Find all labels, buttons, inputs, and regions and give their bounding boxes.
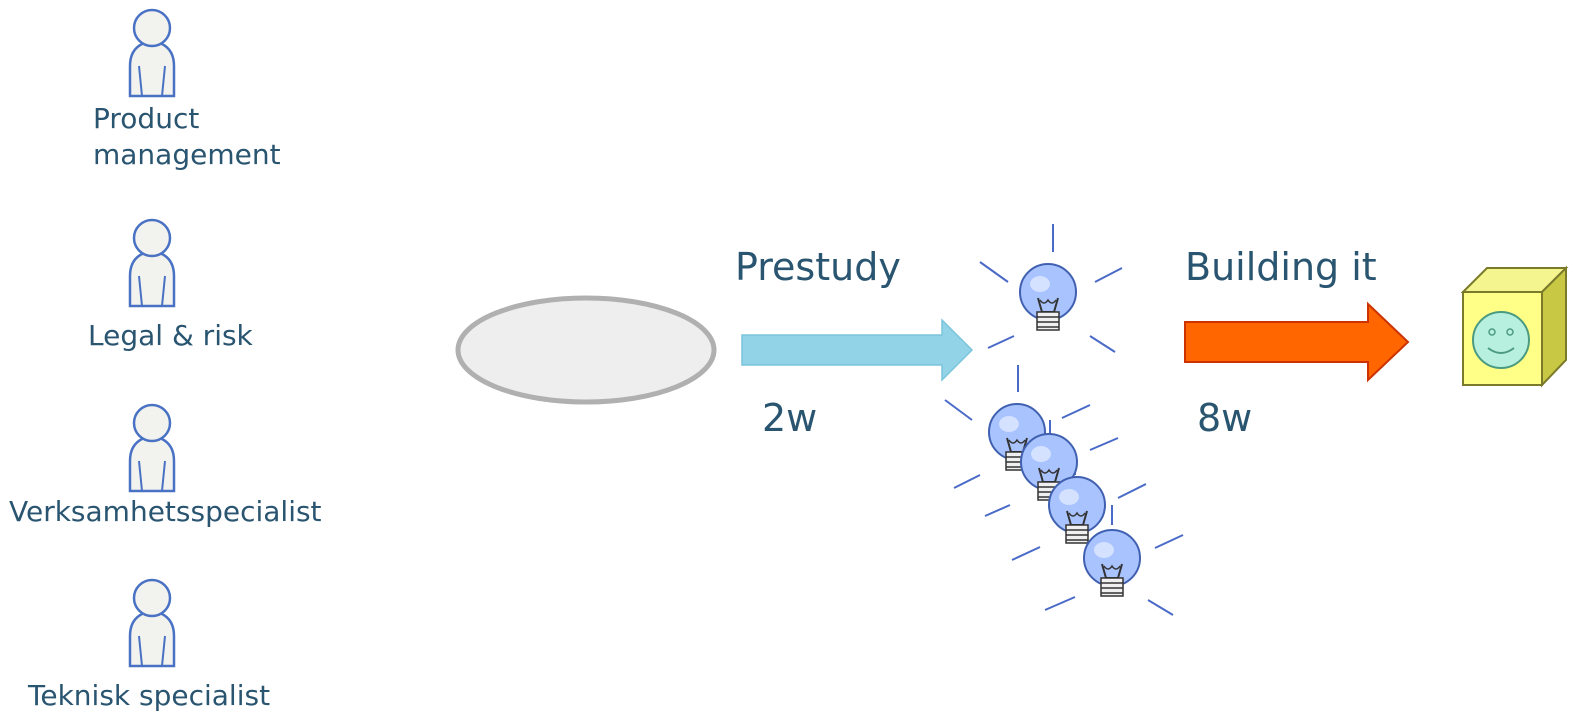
phase-label-building: Building it [1185,245,1377,289]
role-label-product: Product management [93,102,281,171]
prestudy-arrow [741,318,974,382]
lightbulb-cluster [988,403,1141,597]
smiley-box-icon [1460,265,1569,388]
idea-ellipse [455,295,717,405]
phase-label-prestudy: Prestudy [735,245,901,289]
lightbulb-icon-main [979,224,1123,353]
building-arrow [1184,301,1410,383]
role-label-verksamhet: Verksamhetsspecialist [9,495,322,528]
role-label-legal: Legal & risk [88,319,253,352]
phase-duration-prestudy: 2w [762,396,818,440]
role-label-teknisk: Teknisk specialist [28,679,271,712]
phase-duration-building: 8w [1197,396,1253,440]
